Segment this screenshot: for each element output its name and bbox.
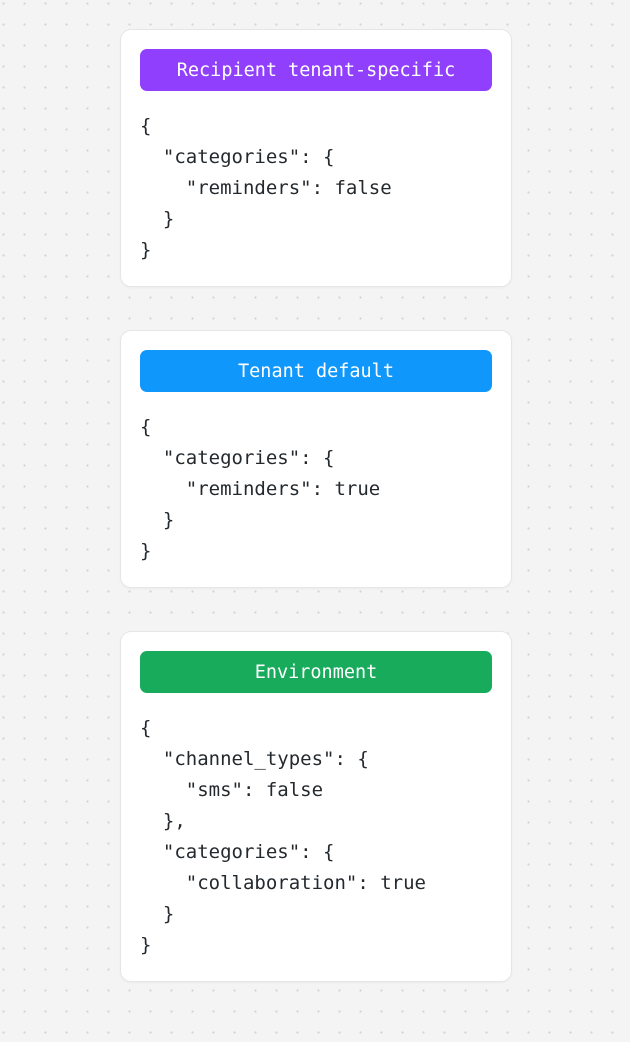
card-json-recipient-tenant-specific: { "categories": { "reminders": false } } bbox=[140, 115, 392, 261]
card-badge-environment: Environment bbox=[140, 651, 492, 693]
card-badge-tenant-default: Tenant default bbox=[140, 350, 492, 392]
card-json-tenant-default: { "categories": { "reminders": true } } bbox=[140, 416, 381, 562]
card-json-environment: { "channel_types": { "sms": false }, "ca… bbox=[140, 717, 426, 956]
preference-card-environment[interactable]: Environment { "channel_types": { "sms": … bbox=[120, 631, 512, 982]
preference-layer-stack: Recipient tenant-specific { "categories"… bbox=[120, 29, 512, 982]
card-badge-recipient-tenant-specific: Recipient tenant-specific bbox=[140, 49, 492, 91]
preference-card-recipient-tenant-specific[interactable]: Recipient tenant-specific { "categories"… bbox=[120, 29, 512, 287]
preference-card-tenant-default[interactable]: Tenant default { "categories": { "remind… bbox=[120, 330, 512, 588]
